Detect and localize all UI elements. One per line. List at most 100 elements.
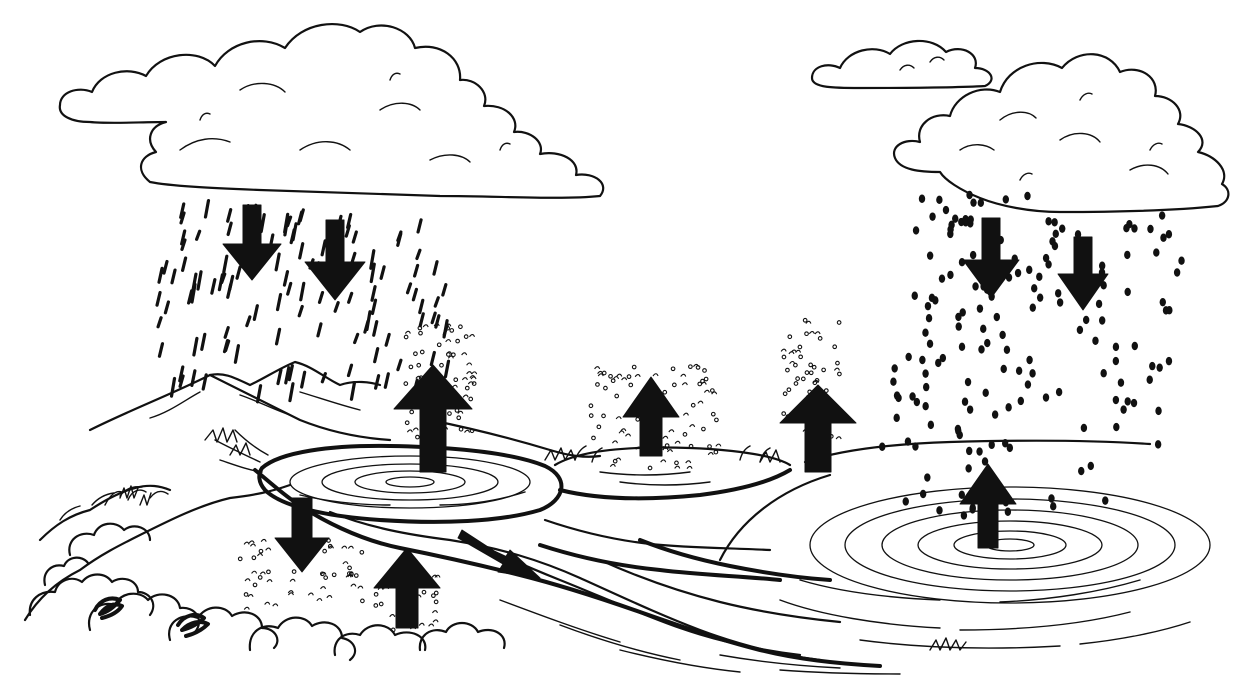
- raindrop: [980, 325, 986, 333]
- vapor-dot: [788, 335, 792, 339]
- raindrop: [909, 392, 915, 400]
- vapor-dot: [667, 450, 672, 452]
- vapor-dot: [627, 375, 631, 379]
- vapor-dot: [348, 566, 352, 570]
- vapor-dot: [290, 579, 295, 581]
- vapor-dot: [653, 374, 658, 376]
- raindrop: [965, 378, 971, 386]
- raindrop: [413, 289, 416, 299]
- raindrop: [415, 265, 418, 275]
- vapor-dot: [250, 544, 255, 546]
- raindrop: [967, 405, 973, 413]
- raindrop: [1120, 405, 1126, 413]
- vapor-dot: [809, 371, 813, 375]
- raindrop: [164, 261, 167, 273]
- vapor-dot: [615, 394, 619, 398]
- vapor-dot: [596, 383, 600, 387]
- vapor-dot: [671, 367, 675, 371]
- vapor-dot: [257, 554, 262, 556]
- vapor-dot: [610, 464, 615, 466]
- vapor-dot: [616, 417, 621, 419]
- vapor-dot: [635, 375, 640, 377]
- vapor-dot: [629, 383, 633, 387]
- raindrop: [929, 212, 935, 220]
- raindrop: [1037, 293, 1043, 301]
- raindrop: [367, 312, 370, 330]
- vapor-dot: [622, 378, 627, 380]
- raindrop: [1050, 502, 1056, 510]
- vapor-dot: [598, 371, 603, 373]
- raindrop: [966, 447, 972, 455]
- vapor-dot: [317, 599, 322, 601]
- raindrop: [420, 314, 423, 326]
- raindrop: [261, 215, 264, 232]
- vapor-dot: [716, 444, 721, 446]
- raindrop: [1029, 369, 1035, 377]
- raindrop: [159, 344, 162, 357]
- raindrop: [349, 293, 352, 302]
- vapor-dot: [456, 339, 460, 343]
- vapor-dot: [405, 331, 410, 333]
- raindrop: [927, 251, 933, 259]
- raindrop: [922, 402, 928, 410]
- vapor-dot: [470, 429, 474, 433]
- raindrop: [183, 258, 186, 270]
- vapor-dot: [796, 350, 801, 352]
- vapor-dot: [836, 437, 841, 439]
- raindrop: [919, 195, 925, 203]
- rain-right: [879, 191, 1185, 520]
- vapor-dot: [469, 335, 474, 337]
- vapor-dot: [617, 374, 622, 376]
- raindrop: [1113, 343, 1119, 351]
- raindrop: [992, 410, 998, 418]
- raindrop: [318, 324, 321, 336]
- vapor-dot: [805, 332, 809, 336]
- vapor-dot: [683, 413, 688, 415]
- raindrop: [228, 210, 231, 222]
- vapor-dot: [687, 466, 692, 468]
- raindrop: [372, 287, 375, 301]
- raindrop: [335, 303, 338, 312]
- vapor-dot: [796, 377, 800, 381]
- vapor-dot: [432, 611, 437, 613]
- raindrop: [961, 511, 967, 519]
- vapor-dot: [701, 379, 705, 383]
- raindrop: [374, 322, 377, 336]
- raindrop: [202, 334, 205, 349]
- raindrop: [893, 414, 899, 422]
- vapor-dot: [681, 374, 686, 376]
- vapor-dot: [805, 371, 809, 375]
- vapor-dot: [703, 369, 707, 373]
- vapor-dot: [782, 355, 786, 359]
- raindrop: [375, 349, 378, 362]
- raindrop: [922, 329, 928, 337]
- raindrop: [1174, 268, 1180, 276]
- raindrop: [913, 226, 919, 234]
- vapor-dot: [715, 418, 719, 422]
- raindrop: [1113, 423, 1119, 431]
- vapor-dot: [446, 340, 451, 342]
- vapor-dot: [244, 542, 249, 544]
- raindrop: [1077, 326, 1083, 334]
- raindrop: [890, 377, 896, 385]
- raindrop: [386, 334, 389, 345]
- raindrop: [1052, 242, 1058, 250]
- vapor-dot: [589, 404, 593, 408]
- vapor-dot: [379, 602, 383, 606]
- raindrop: [288, 283, 291, 294]
- vapor-dot: [405, 421, 409, 425]
- raindrop: [157, 293, 160, 306]
- raindrop: [919, 356, 925, 364]
- raindrop: [927, 340, 933, 348]
- vapor-dot: [354, 574, 358, 578]
- raindrop: [353, 232, 356, 242]
- vapor-dot: [838, 372, 842, 376]
- vapor-dot: [675, 466, 680, 468]
- vapor-dot: [812, 365, 816, 369]
- vapor-dot: [469, 397, 473, 401]
- vapor-dot: [391, 628, 395, 632]
- vapor-dot: [783, 392, 787, 396]
- vapor-dot: [464, 335, 468, 339]
- raindrop: [302, 372, 305, 387]
